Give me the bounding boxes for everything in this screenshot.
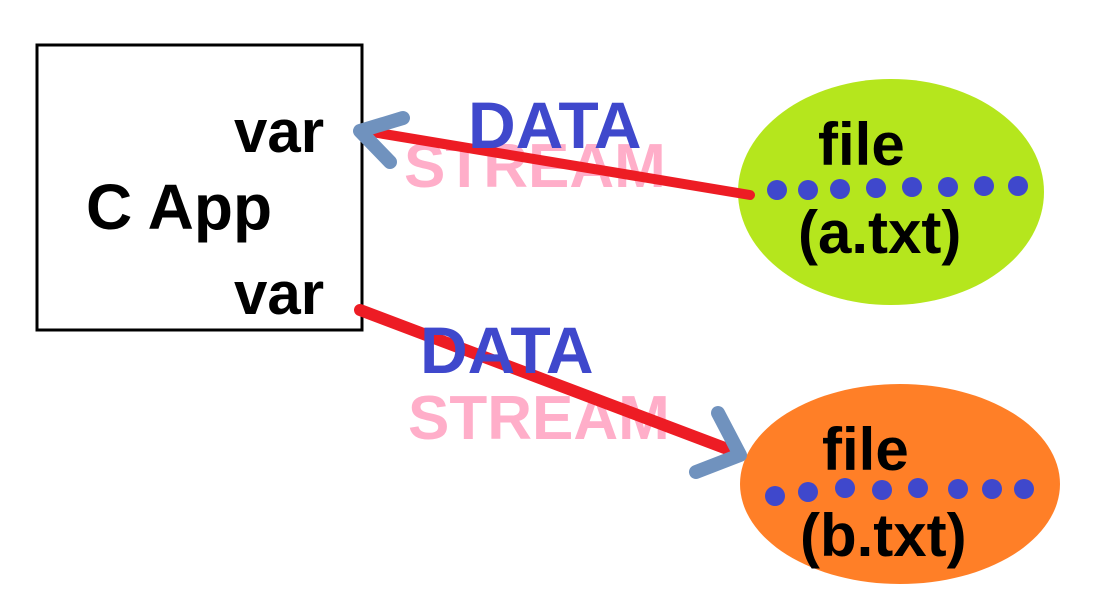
stream-bottom-data-label: DATA [420, 313, 594, 387]
arrow-head-bottom-icon [689, 406, 747, 479]
stream-bottom-line [354, 304, 736, 456]
var-top-label: var [234, 98, 324, 165]
stream-top-line [367, 127, 755, 200]
file-b-label: file [822, 416, 909, 483]
file-b-name: (b.txt) [800, 502, 967, 569]
file-a-name: (a.txt) [798, 199, 961, 266]
stream-top-data-label: DATA [468, 88, 642, 162]
var-bottom-label: var [234, 260, 324, 327]
c-app-title: C App [86, 171, 272, 243]
file-a-dots [767, 176, 1028, 200]
arrow-head-top-icon [353, 111, 410, 169]
c-app-box [35, 43, 364, 332]
file-b-ellipse [740, 384, 1060, 584]
file-b-dots [765, 478, 1034, 506]
stream-bottom-stream-label: STREAM [408, 384, 670, 453]
file-a-label: file [818, 111, 905, 178]
file-a-ellipse [738, 79, 1044, 305]
